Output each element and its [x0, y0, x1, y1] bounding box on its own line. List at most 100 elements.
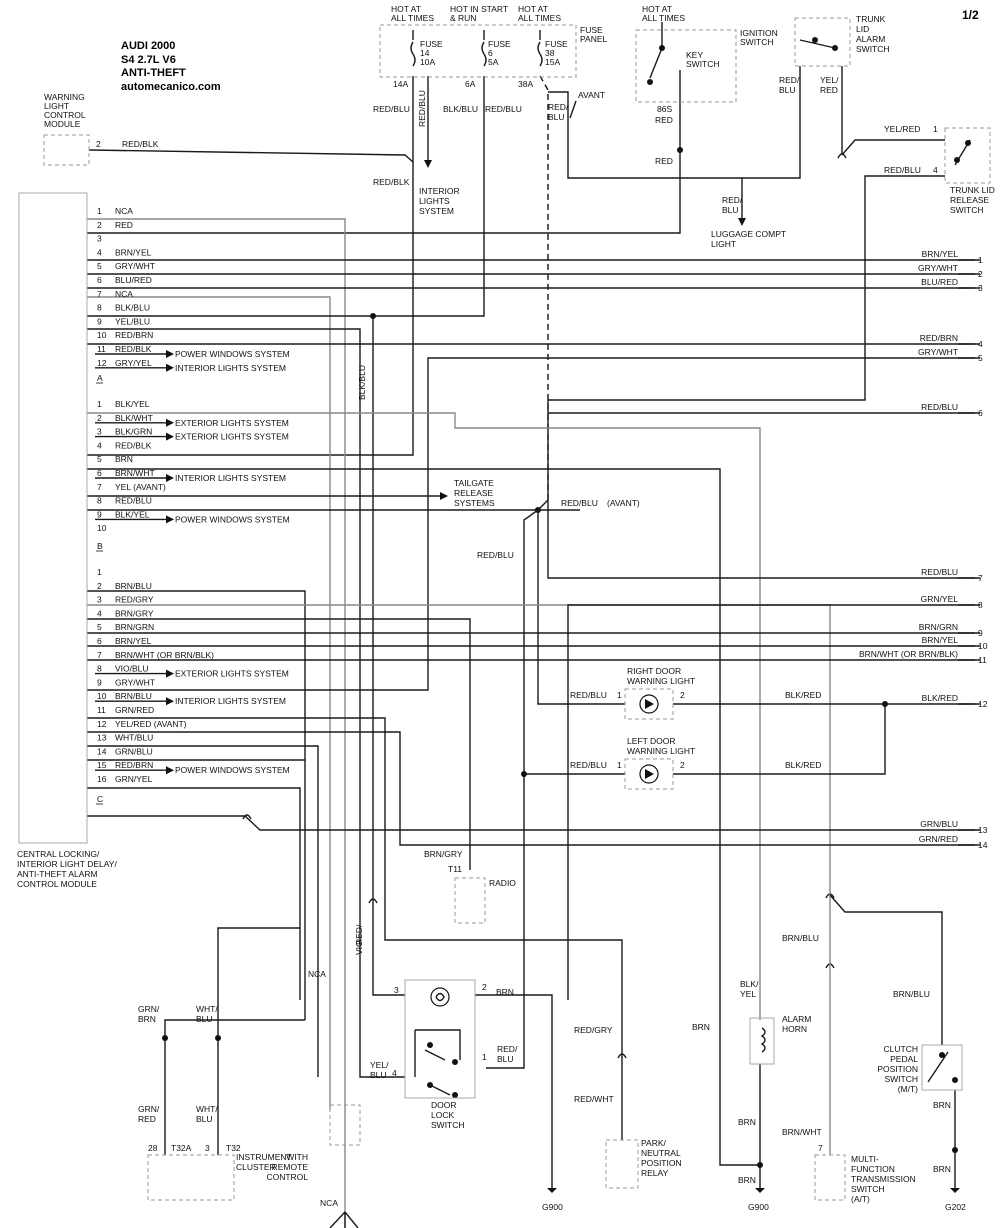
edge-color-4: RED/BRN [920, 333, 958, 343]
conn-a-pin-color-9: YEL/BLU [115, 316, 150, 326]
conn-c-pin-number-2: 2 [97, 581, 102, 591]
hot-all-times-3-line-1: ALL TIMES [642, 13, 685, 23]
wire-red-pin-a2 [87, 150, 681, 234]
conn-b-system-3: EXTERIOR LIGHTS SYSTEM [175, 432, 289, 442]
wire-wht-blu-label-line-0: WHT/ [196, 1004, 218, 1014]
central-module-label-line-3: CONTROL MODULE [17, 879, 97, 889]
warning-module-box [43, 134, 90, 166]
tailgate-wire-label: RED/BLU [561, 498, 598, 508]
wire-red-blu-release [547, 175, 945, 500]
door-lock-pivot-1 [427, 1042, 433, 1048]
wire-brn-c-label: BRN [933, 1100, 951, 1110]
conn-c-pin-number-3: 3 [97, 595, 102, 605]
edge-pin-10: 10 [978, 641, 988, 651]
conn-b-arrow-6 [166, 474, 174, 482]
conn-c-system-8: EXTERIOR LIGHTS SYSTEM [175, 669, 289, 679]
edge-color-9: BRN/GRN [919, 622, 958, 632]
multi-function-label-line-2: TRANSMISSION [851, 1174, 916, 1184]
door-lock-brn-label: BRN [496, 987, 514, 997]
conn-a-system-11: POWER WINDOWS SYSTEM [175, 349, 290, 359]
left-door-light-pin-2: 2 [680, 760, 685, 770]
conn-b-pin-number-10: 10 [97, 523, 107, 533]
conn-b-pin-number-2: 2 [97, 413, 102, 423]
edge-color-7: RED/BLU [921, 567, 958, 577]
wire-red-blu-mid: RED/BLU [485, 104, 522, 114]
edge-pin-7: 7 [978, 573, 983, 583]
wire-clutch-feed [829, 894, 943, 1045]
conn-a-pin-color-2: RED [115, 220, 133, 230]
conn-b-pin-color-1: BLK/YEL [115, 399, 150, 409]
radio-box [454, 877, 486, 924]
trunk-release-label-line-1: RELEASE [950, 195, 990, 205]
edge-pin-6: 6 [978, 408, 983, 418]
trunk-alarm-blade [799, 39, 836, 49]
clutch-label-line-1: PEDAL [890, 1054, 918, 1064]
wire-grn-red-c11 [87, 717, 623, 1140]
wire-red-blu-luggage-label-line-1: BLU [722, 205, 739, 215]
conn-a-pin-number-1: 1 [97, 206, 102, 216]
conn-c-pin-color-16: GRN/YEL [115, 774, 153, 784]
splice-grn-brn [162, 1035, 168, 1041]
edge-pin-9: 9 [978, 628, 983, 638]
c-connector [242, 814, 252, 820]
left-door-light-out-label: BLK/RED [785, 760, 821, 770]
wire-blk-red-left [673, 704, 886, 775]
wire-brn-b5 [87, 468, 760, 1166]
hot-all-times-1-line-1: ALL TIMES [391, 13, 434, 23]
fuse-element-1 [481, 41, 487, 67]
fuse-38-label-line-0: FUSE [545, 39, 568, 49]
door-lock-yel-blu-label-line-0: YEL/ [370, 1060, 389, 1070]
edge-pin-2: 2 [978, 269, 983, 279]
wire-red-blu-left: RED/BLU [373, 104, 410, 114]
trunk-release-contact [965, 140, 971, 146]
alarm-horn-label-line-0: ALARM [782, 1014, 811, 1024]
conn-a-pin-color-12: GRY/YEL [115, 358, 152, 368]
right-door-light-pin-1: 1 [617, 690, 622, 700]
alarm-horn-coil-icon [760, 1027, 766, 1053]
right-door-light-label-line-0: RIGHT DOOR [627, 666, 681, 676]
conn-c-pin-number-11: 11 [97, 705, 106, 715]
ground-g900-symbol [547, 1188, 557, 1193]
edge-color-14: GRN/RED [919, 834, 958, 844]
wire-wht-blu-c13 [87, 745, 319, 1077]
conn-c-pin-number-8: 8 [97, 664, 102, 674]
edge-color-8: GRN/YEL [921, 594, 959, 604]
conn-c-pin-color-12: YEL/RED (AVANT) [115, 719, 187, 729]
conn-a-pin-color-10: RED/BRN [115, 330, 153, 340]
avant-label: AVANT [578, 90, 605, 100]
ignition-switch-label-line-0: IGNITION [740, 28, 778, 38]
conn-c-pin-color-13: WHT/BLU [115, 733, 153, 743]
fuse-14-label-line-0: FUSE [420, 39, 443, 49]
wire-red-blu-fuse38-line-1: BLU [548, 112, 565, 122]
wire-yel-red-c12 [87, 731, 980, 846]
conn-b-pin-color-5: BRN [115, 454, 133, 464]
luggage-label-line-1: LIGHT [711, 239, 736, 249]
tailgate-label-line-2: SYSTEMS [454, 498, 495, 508]
conn-b-pin-number-5: 5 [97, 454, 102, 464]
multi-function-label-line-1: FUNCTION [851, 1164, 895, 1174]
wire-red-blu-7 [547, 500, 980, 579]
door-lock-label-line-2: SWITCH [431, 1120, 465, 1130]
warning-module-label-line-3: MODULE [44, 119, 81, 129]
remote-label-line-2: CONTROL [266, 1172, 308, 1182]
red-blu-mid-label: RED/BLU [477, 550, 514, 560]
conn-b-pin-number-1: 1 [97, 399, 102, 409]
trunk-connector [837, 153, 847, 159]
conn-c-system-10: INTERIOR LIGHTS SYSTEM [175, 696, 286, 706]
interior-lights-label-line-0: INTERIOR [419, 186, 460, 196]
wire-yel-red-release [841, 139, 945, 156]
multi-function-box [814, 1154, 846, 1201]
door-lock-pin-4: 4 [392, 1068, 397, 1078]
wire-red-blu-luggage [548, 91, 730, 179]
conn-c-pin-number-1: 1 [97, 567, 102, 577]
conn-b-pin-number-9: 9 [97, 509, 102, 519]
conn-b-connector-letter: B [97, 541, 103, 551]
trunk-release-label-line-2: SWITCH [950, 205, 984, 215]
door-lock-label-line-0: DOOR [431, 1100, 457, 1110]
clutch-switch-pivot [939, 1052, 945, 1058]
conn-c-arrow-10 [166, 697, 174, 706]
trunk-alarm-label-line-2: ALARM [856, 34, 885, 44]
wire-gry-wht-5 [87, 357, 980, 691]
wire-brn-gry-label: BRN/GRY [424, 849, 463, 859]
left-door-light-label-line-0: LEFT DOOR [627, 736, 676, 746]
